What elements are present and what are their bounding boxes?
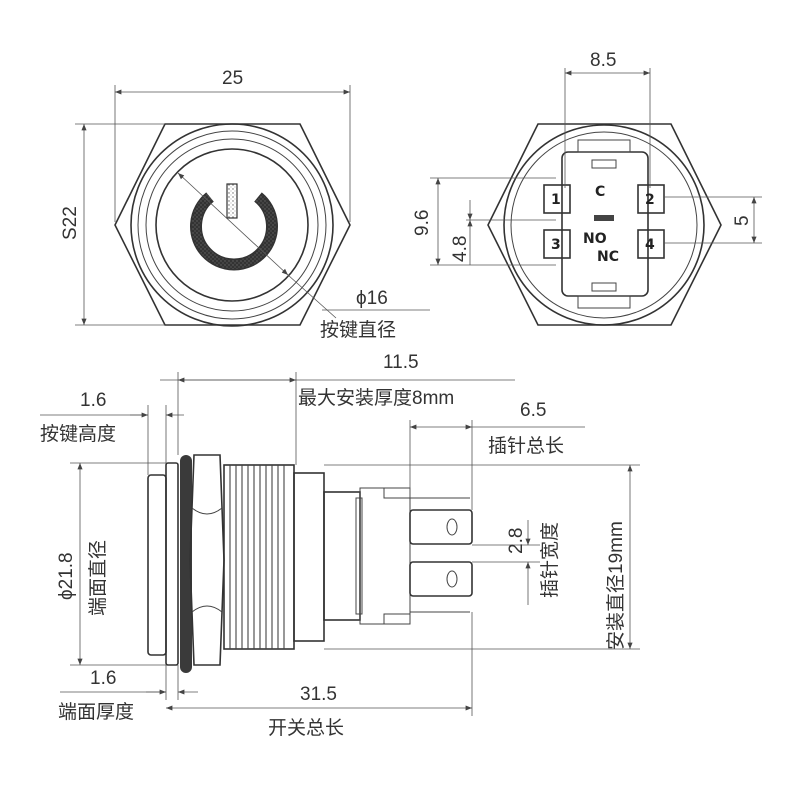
button-height-value: 1.6 [80,390,106,411]
rear-circle-outer [503,124,705,326]
rear-circle-inner [510,131,698,319]
install-diameter-label: 安装直径19mm [605,521,627,650]
bezel-ring [137,130,327,320]
face-thickness-label: 端面厚度 [58,701,134,723]
thread-lines [229,465,285,649]
pin-spacing-dimension: 8.5 [590,50,616,71]
pin-2-label: 2 [645,192,655,208]
width-dimension: 25 [222,68,243,89]
dimension-5: 5 [732,215,753,226]
pin-3-label: 3 [551,237,561,253]
max-install-thickness: 最大安装厚度8mm [298,387,454,409]
rear-body [561,151,649,297]
pin-4-label: 4 [645,237,655,253]
button-height-label: 按键高度 [40,423,116,445]
no-label: NO [583,231,607,247]
face-diameter-label: 端面直径 [87,540,109,616]
dimension-11-5: 11.5 [383,352,419,373]
total-length-value: 31.5 [300,684,337,705]
front-view: ϕ16 按键直径 25 S22 [60,68,430,341]
common-symbol: C [595,184,605,200]
rear-hex-nut [487,123,722,326]
dimension-6-5: 6.5 [520,400,546,421]
button-face [155,148,309,302]
hex-nut-outline [114,123,351,326]
pin-length-label: 插针总长 [488,435,564,457]
bezel-outer [130,123,334,327]
dimension-2-8: 2.8 [506,528,527,554]
face-diameter-value: ϕ21.8 [56,552,77,600]
pin-width-label: 插针宽度 [539,522,561,598]
dimension-9-6: 9.6 [412,210,433,236]
face-thickness-value: 1.6 [90,668,116,689]
nc-label: NC [597,249,619,265]
pin-1-label: 1 [551,192,561,208]
power-icon [190,183,278,271]
total-length-label: 开关总长 [268,717,344,739]
button-diameter-value: ϕ16 [356,288,388,309]
rear-view: 1 2 3 4 C NO NC 8.5 9.6 4.8 5 [412,50,762,326]
bezel-inner [145,138,319,312]
button-diameter-label: 按键直径 [320,319,396,341]
side-view: 11.5 最大安装厚度8mm 6.5 插针总长 1.6 按键高度 ϕ21.8 端… [40,352,640,739]
dimension-4-8: 4.8 [450,236,471,262]
hex-size-dimension: S22 [60,206,81,240]
